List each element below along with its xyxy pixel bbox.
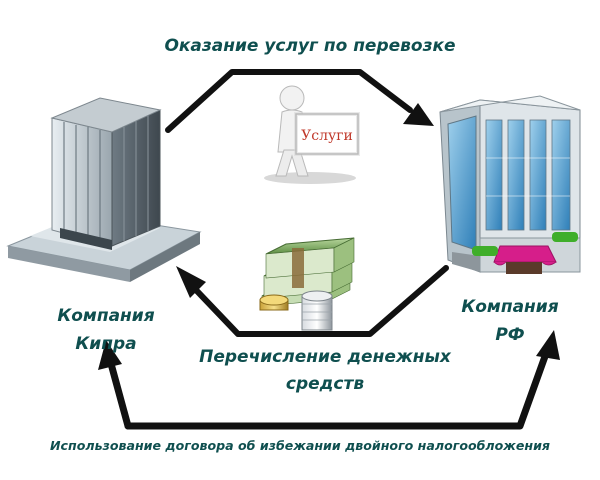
company-rf-line1: Компания [461,297,559,317]
glass-building-icon [439,95,581,274]
company-rf-label: Компания РФ [450,293,570,349]
arrow-dtt-head-left [98,340,122,370]
arrow-money-head [176,266,206,298]
company-cyprus-line2: Кипра [75,334,137,354]
services-flow-label: Оказание услуг по перевозке [164,36,456,56]
money-flow-label: Перечисление денежных средств [199,347,451,394]
arrow-money [193,265,449,337]
person-with-sign-icon: Услуги [264,85,360,184]
sign-label: Услуги [301,128,353,144]
arrow-services [165,69,413,133]
money-stack-icon [259,237,355,331]
arrow-dtt-head-right [536,330,560,360]
dtt-flow-label: Использование договора об избежании двой… [50,438,550,453]
office-tower-icon [6,97,202,282]
awning [493,245,557,263]
company-rf-line2: РФ [495,325,525,345]
arrow-services-head [403,103,434,126]
company-cyprus-line1: Компания [57,306,155,326]
company-cyprus-label: Компания Кипра [36,302,176,358]
